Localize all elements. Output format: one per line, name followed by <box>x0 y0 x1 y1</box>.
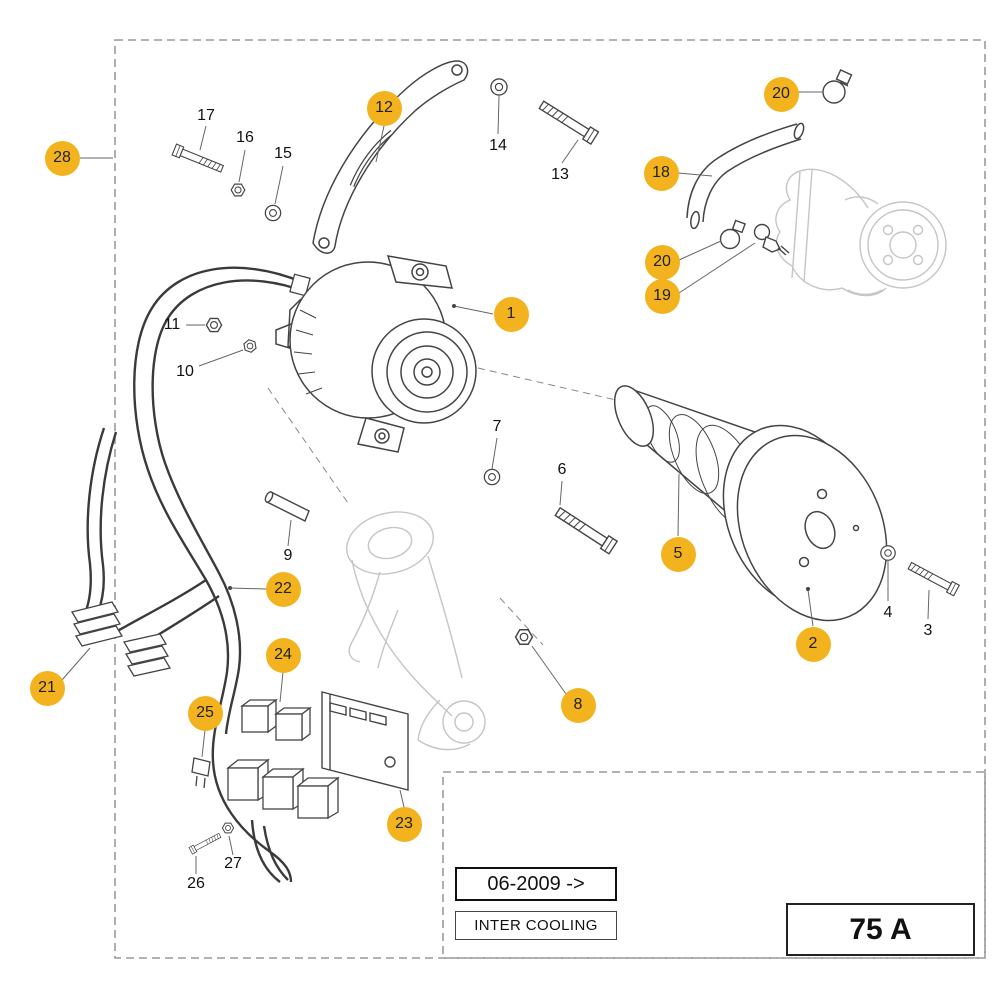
amp-rating-box: 75 A <box>786 903 975 956</box>
callout-28[interactable]: 28 <box>44 140 80 176</box>
callout-24[interactable]: 24 <box>265 637 301 673</box>
mounting-bracket-ghost <box>345 511 486 751</box>
adjusting-strap-drawing <box>312 60 469 254</box>
construction-lines <box>267 367 617 646</box>
bracket-plate-drawing <box>321 691 409 791</box>
callout-1[interactable]: 1 <box>493 296 529 332</box>
callout-8[interactable]: 8 <box>560 687 596 723</box>
pin-drawing <box>264 491 310 522</box>
part-label-11: 11 <box>163 316 181 333</box>
part-label-14: 14 <box>489 137 507 154</box>
callout-23[interactable]: 23 <box>386 806 422 842</box>
part-label-3: 3 <box>923 622 933 639</box>
water-pump-ghost <box>775 168 947 297</box>
callout-21[interactable]: 21 <box>29 670 65 706</box>
part-label-16: 16 <box>236 129 254 146</box>
part-label-27: 27 <box>224 855 242 872</box>
callout-19[interactable]: 19 <box>644 278 680 314</box>
callout-5[interactable]: 5 <box>660 536 696 572</box>
date-range-box[interactable]: 06-2009 -> <box>455 867 617 901</box>
callout-18[interactable]: 18 <box>643 155 679 191</box>
part-label-10: 10 <box>176 363 194 380</box>
hose-clamp-lower-drawing <box>719 219 746 250</box>
alternator-drawing <box>275 255 477 453</box>
leader-lines <box>61 91 930 874</box>
temp-sensor-drawing <box>753 223 790 256</box>
relays-drawing <box>226 698 340 820</box>
intercooling-label: INTER COOLING <box>455 911 617 940</box>
connectors-drawing <box>70 601 172 677</box>
part-label-7: 7 <box>492 418 502 435</box>
part-label-6: 6 <box>557 461 567 478</box>
callout-25[interactable]: 25 <box>187 695 223 731</box>
part-label-26: 26 <box>187 875 205 892</box>
part-label-4: 4 <box>883 604 893 621</box>
harness-connector-drawing <box>289 273 311 297</box>
callout-22[interactable]: 22 <box>265 571 301 607</box>
callout-2[interactable]: 2 <box>795 626 831 662</box>
wiring-harness-drawing <box>82 266 307 883</box>
part-label-13: 13 <box>551 166 569 183</box>
callout-20[interactable]: 20 <box>763 76 799 112</box>
part-label-9: 9 <box>283 547 293 564</box>
water-hose-drawing <box>686 122 805 230</box>
part-label-17: 17 <box>197 107 215 124</box>
hose-clamp-top-drawing <box>822 69 853 104</box>
cone-pulley-drawing <box>613 385 888 622</box>
part-label-15: 15 <box>274 145 292 162</box>
callout-12[interactable]: 12 <box>366 90 402 126</box>
callout-20-b[interactable]: 20 <box>644 244 680 280</box>
fuse-drawing <box>191 757 211 789</box>
